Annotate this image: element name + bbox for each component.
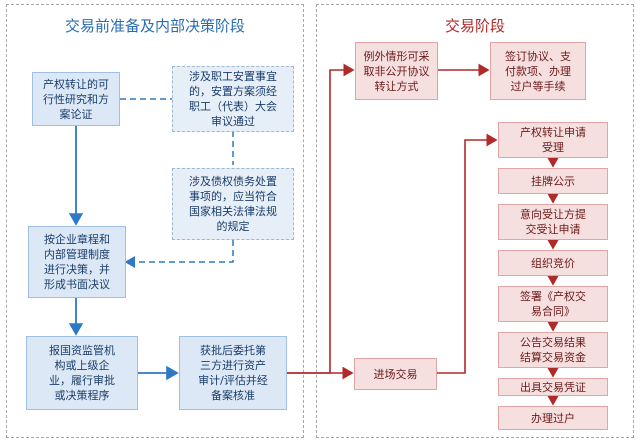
step-apply: 产权转让申请 受理: [498, 122, 608, 158]
step-application: 意向受让方提 交受让申请: [498, 204, 608, 240]
transaction-title: 交易阶段: [444, 17, 505, 35]
pre-transaction-panel: 交易前准备及内部决策阶段: [6, 4, 304, 438]
step-certificate: 出具交易凭证: [498, 378, 608, 396]
decision-box: 按企业章程和 内部管理制度 进行决策，并 形成书面决议: [28, 226, 126, 298]
arrow-enter-to-steps: [437, 133, 498, 374]
dashed-debt-to-decision: [124, 240, 234, 268]
sign-box: 签订协议、支 付款项、办理 过户等手续: [490, 42, 586, 100]
staff-box: 涉及职工安置事宜 的，安置方案须经 职工（代表）大会 审议通过: [172, 66, 294, 132]
step-bidding: 组织竞价: [498, 250, 608, 276]
transaction-panel: 交易阶段: [316, 4, 634, 438]
step-transfer: 办理过户: [498, 406, 608, 430]
step-settlement: 公告交易结果 结算交易资金: [498, 332, 608, 368]
audit-box: 获批后委托第 三方进行资产 审计/评估并经 备案核准: [179, 336, 287, 410]
arrow-audit-to-exception: [287, 63, 355, 374]
debt-box: 涉及债权债务处置 事项的，应当符合 国家相关法律法规 的规定: [172, 168, 294, 240]
step-listing: 挂牌公示: [498, 168, 608, 194]
report-box: 报国资监管机 构或上级企 业，履行审批 或决策程序: [26, 336, 138, 410]
feasibility-box: 产权转让的可 行性研究和方 案论证: [32, 72, 120, 126]
step-contract: 签署《产权交 易合同》: [498, 286, 608, 322]
exception-box: 例外情形可采 取非公开协议 转让方式: [355, 42, 438, 100]
pre-transaction-title: 交易前准备及内部决策阶段: [64, 17, 245, 35]
enter-box: 进场交易: [354, 358, 437, 390]
